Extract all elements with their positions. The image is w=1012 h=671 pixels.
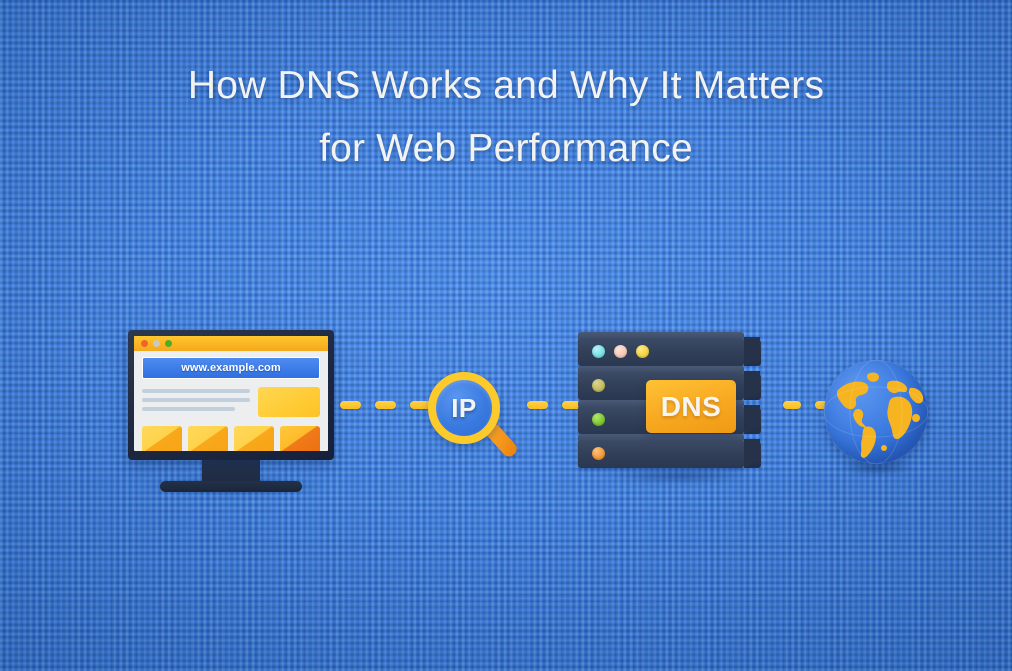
ip-magnifier: IP: [424, 368, 520, 464]
browser-address-bar[interactable]: www.example.com: [142, 357, 320, 379]
close-dot-icon[interactable]: [141, 340, 148, 347]
monitor-bezel: www.example.com: [128, 330, 334, 460]
content-block-primary: [258, 387, 320, 417]
server-stack-shadow: [572, 465, 784, 487]
ip-label: IP: [451, 393, 477, 423]
content-tile: [188, 426, 228, 451]
server-top-face: [578, 366, 744, 372]
monitor-stand-base: [160, 481, 302, 492]
connector-dash: [562, 401, 583, 409]
title-line-2: for Web Performance: [319, 127, 693, 170]
dns-badge-label: DNS: [660, 390, 722, 422]
magnifier-lens-icon: IP: [428, 372, 500, 444]
browser-window: www.example.com: [134, 336, 328, 451]
content-tile: [234, 426, 274, 451]
browser-content-row: [142, 387, 320, 417]
server-led-icon: [636, 345, 649, 358]
server-top-face: [578, 434, 744, 440]
connector-dash: [410, 401, 431, 409]
text-line: [142, 407, 235, 411]
minimize-dot-icon[interactable]: [153, 340, 160, 347]
browser-url-text: www.example.com: [181, 362, 281, 374]
browser-titlebar: [134, 336, 328, 351]
content-tile-row: [142, 426, 320, 451]
globe-shadow: [820, 458, 934, 478]
server-led-icon: [592, 345, 605, 358]
dns-badge: DNS: [646, 380, 736, 433]
text-placeholder-lines: [142, 387, 250, 411]
server-side-face: [744, 439, 761, 468]
text-line: [142, 398, 250, 402]
text-line: [142, 389, 250, 393]
connector-dash: [527, 401, 548, 409]
server-side-face: [744, 405, 761, 434]
server-led-icon: [614, 345, 627, 358]
browser-content: www.example.com: [134, 351, 328, 451]
connector-dash: [783, 401, 801, 409]
server-unit: [578, 434, 761, 468]
server-unit: [578, 332, 761, 366]
maximize-dot-icon[interactable]: [165, 340, 172, 347]
server-side-face: [744, 337, 761, 366]
content-tile: [142, 426, 182, 451]
globe-continents-icon: [824, 360, 928, 464]
server-led-icon: [592, 447, 605, 460]
server-led-icon: [592, 413, 605, 426]
dns-server-stack: DNS: [572, 332, 784, 487]
globe-sphere-icon: [824, 360, 928, 464]
page-title: How DNS Works and Why It Matters for Web…: [0, 54, 1012, 180]
connector-dash: [375, 401, 396, 409]
globe: [818, 360, 936, 478]
title-line-1: How DNS Works and Why It Matters: [187, 64, 825, 107]
computer-monitor: www.example.com: [110, 330, 360, 501]
server-side-face: [744, 371, 761, 400]
connector-dash: [340, 401, 361, 409]
server-led-icon: [592, 379, 605, 392]
content-tile: [280, 426, 320, 451]
server-top-face: [578, 332, 744, 338]
